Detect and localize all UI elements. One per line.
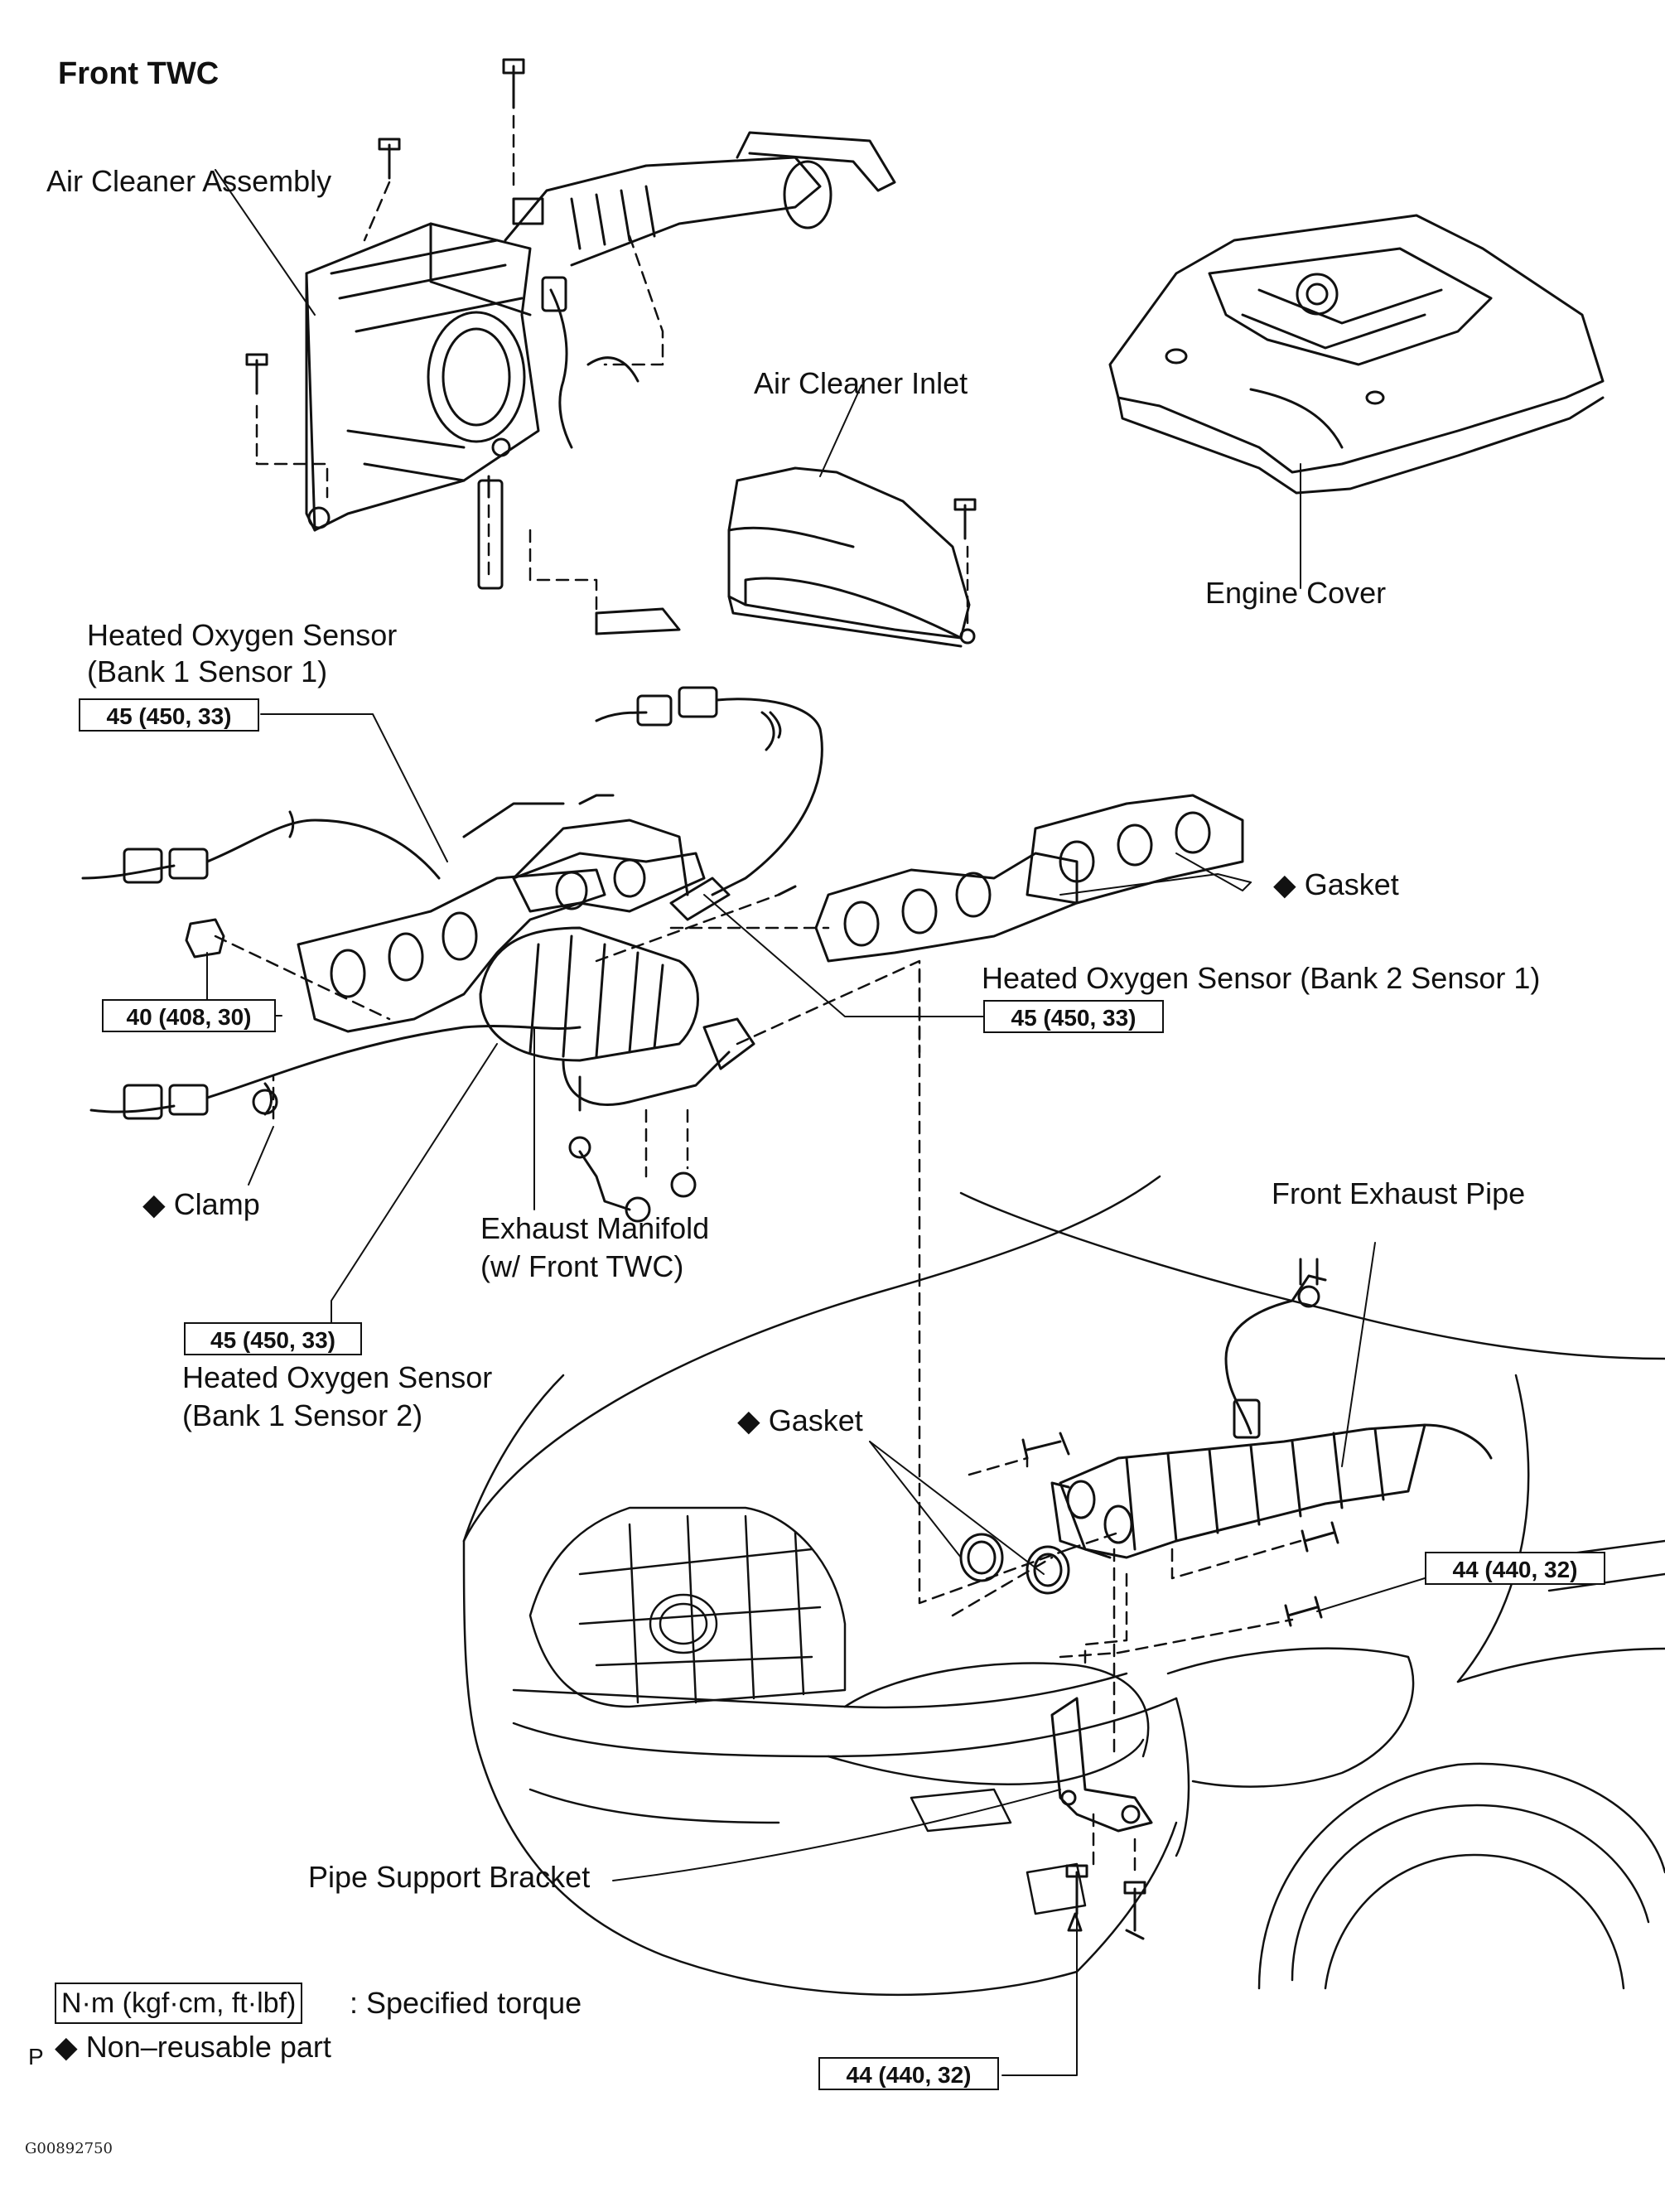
legend-p-mark: P xyxy=(28,2044,44,2070)
torque-ho2s-bank1-sensor1: 45 (450, 33) xyxy=(79,698,259,732)
legend-torque-box: N·m (kgf·cm, ft·lbf) xyxy=(55,1983,303,2024)
label-ho2s-bank2-sensor1: Heated Oxygen Sensor (Bank 2 Sensor 1) xyxy=(982,961,1541,995)
torque-bracket-bolt: 44 (440, 32) xyxy=(818,2057,999,2090)
air-cleaner-assembly-drawing xyxy=(245,58,896,635)
nut-40-drawing xyxy=(185,918,225,959)
label-pipe-support-bracket: Pipe Support Bracket xyxy=(308,1860,591,1894)
torque-nut-40: 40 (408, 30) xyxy=(102,999,276,1032)
label-front-exhaust-pipe: Front Exhaust Pipe xyxy=(1272,1176,1526,1210)
label-ho2s-bank1-sensor2-sub: (Bank 1 Sensor 2) xyxy=(182,1398,423,1432)
label-exhaust-manifold-sub: (w/ Front TWC) xyxy=(480,1249,684,1283)
assembly-lines-upper xyxy=(255,114,664,615)
torque-ho2s-bank2-sensor1: 45 (450, 33) xyxy=(983,1000,1164,1033)
figure-code: G00892750 xyxy=(25,2140,113,2157)
label-ho2s-bank1-sensor1: Heated Oxygen Sensor xyxy=(87,618,398,652)
air-cleaner-inlet-drawing xyxy=(727,466,977,648)
torque-ho2s-bank1-sensor2: 45 (450, 33) xyxy=(184,1322,362,1355)
assembly-lines-manifold xyxy=(214,893,1120,1617)
front-exhaust-pipe-drawing xyxy=(1021,1258,1493,1627)
label-ho2s-bank1-sensor2: Heated Oxygen Sensor xyxy=(182,1360,493,1394)
label-engine-cover: Engine Cover xyxy=(1205,576,1387,610)
pipe-support-bracket-drawing xyxy=(1050,1697,1153,1940)
assembly-lines-pipe xyxy=(968,1456,1302,1874)
label-clamp: ◆ Clamp xyxy=(142,1187,260,1221)
leader-lines xyxy=(206,169,1426,2076)
diagram-title: Front TWC xyxy=(58,56,220,91)
legend-nonreusable: ◆ Non–reusable part xyxy=(55,2030,331,2064)
label-gasket-lower: ◆ Gasket xyxy=(737,1403,863,1437)
label-exhaust-manifold: Exhaust Manifold xyxy=(480,1211,710,1245)
sensor-wiring xyxy=(81,686,823,1120)
label-ho2s-bank1-sensor1-sub: (Bank 1 Sensor 1) xyxy=(87,654,328,688)
label-air-cleaner-inlet: Air Cleaner Inlet xyxy=(754,366,968,400)
legend-torque-description: : Specified torque xyxy=(350,1986,582,2020)
vehicle-body-drawing xyxy=(462,1175,1665,1997)
label-gasket-upper: ◆ Gasket xyxy=(1273,867,1399,901)
label-air-cleaner-assembly: Air Cleaner Assembly xyxy=(46,164,332,198)
torque-pipe-bolt: 44 (440, 32) xyxy=(1425,1552,1605,1585)
engine-cover-drawing xyxy=(1108,214,1605,495)
gasket-upper-drawing xyxy=(814,794,1244,963)
exhaust-manifold-drawing xyxy=(297,794,755,1223)
gasket-lower-drawing xyxy=(959,1533,1070,1595)
